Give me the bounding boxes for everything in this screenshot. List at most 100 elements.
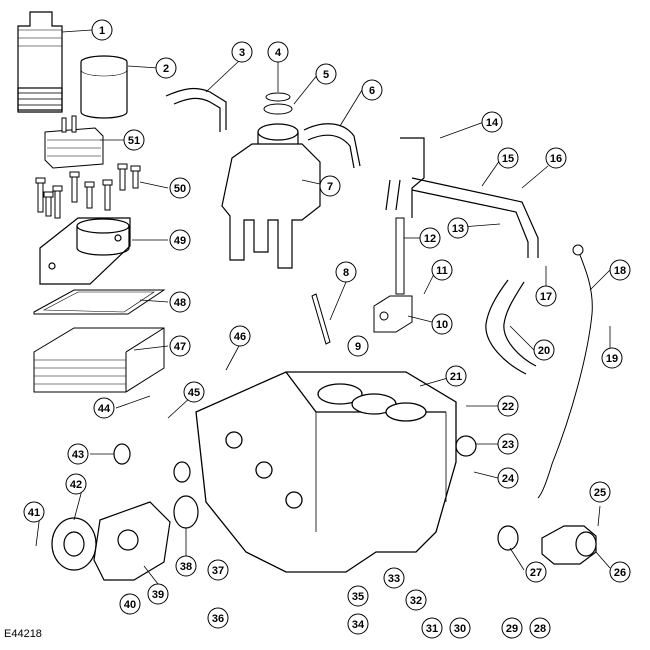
callout-12: 12 bbox=[419, 227, 441, 249]
callout-5: 5 bbox=[315, 63, 337, 85]
callout-number: 13 bbox=[452, 223, 464, 235]
callout-number: 25 bbox=[594, 487, 606, 499]
hose-20-part bbox=[485, 279, 537, 375]
callout-number: 44 bbox=[98, 403, 111, 415]
oil-filter-adaptor-part bbox=[39, 217, 131, 285]
callout-45: 45 bbox=[183, 381, 205, 403]
callout-38: 38 bbox=[175, 555, 197, 577]
callout-19: 19 bbox=[601, 347, 623, 369]
callout-number: 2 bbox=[163, 63, 169, 75]
callout-number: 3 bbox=[239, 47, 245, 59]
hose-6-part bbox=[303, 123, 361, 169]
callout-16: 16 bbox=[545, 147, 567, 169]
callout-number: 47 bbox=[174, 341, 186, 353]
callout-48: 48 bbox=[169, 291, 191, 313]
callout-50: 50 bbox=[169, 177, 191, 199]
callout-number: 4 bbox=[275, 47, 282, 59]
callout-number: 48 bbox=[174, 297, 186, 309]
callout-29: 29 bbox=[501, 617, 523, 639]
callout-number: 38 bbox=[180, 561, 192, 573]
callout-number: 19 bbox=[606, 353, 618, 365]
callout-39: 39 bbox=[147, 583, 169, 605]
callout-37: 37 bbox=[207, 559, 229, 581]
callout-number: 35 bbox=[352, 591, 364, 603]
gasket-38-part bbox=[173, 495, 199, 529]
callout-24: 24 bbox=[497, 467, 519, 489]
callout-number: 31 bbox=[426, 623, 438, 635]
oil-filter-cap-part bbox=[17, 11, 63, 113]
callout-number: 34 bbox=[352, 619, 365, 631]
callout-number: 37 bbox=[212, 565, 224, 577]
callout-number: 6 bbox=[369, 85, 375, 97]
callout-number: 49 bbox=[174, 235, 186, 247]
callout-43: 43 bbox=[67, 443, 89, 465]
seals-group bbox=[113, 435, 519, 551]
thermostat-housing-part bbox=[541, 525, 597, 565]
callout-number: 12 bbox=[424, 233, 436, 245]
callout-number: 27 bbox=[530, 567, 542, 579]
dipstick-tube-part bbox=[395, 217, 405, 295]
callout-number: 45 bbox=[188, 387, 200, 399]
callout-31: 31 bbox=[421, 617, 443, 639]
callout-number: 50 bbox=[174, 183, 186, 195]
callout-36: 36 bbox=[207, 607, 229, 629]
pulley-part bbox=[51, 517, 97, 571]
callout-number: 20 bbox=[538, 345, 550, 357]
callout-47: 47 bbox=[169, 335, 191, 357]
cap-part bbox=[263, 92, 293, 115]
callout-13: 13 bbox=[447, 217, 469, 239]
callout-23: 23 bbox=[497, 433, 519, 455]
callout-33: 33 bbox=[383, 567, 405, 589]
callout-number: 23 bbox=[502, 439, 514, 451]
callout-8: 8 bbox=[335, 261, 357, 283]
gasket-part bbox=[33, 289, 166, 315]
callout-number: 42 bbox=[70, 479, 82, 491]
callout-number: 26 bbox=[614, 567, 626, 579]
callout-40: 40 bbox=[119, 593, 141, 615]
callout-number: 5 bbox=[323, 69, 329, 81]
callout-42: 42 bbox=[65, 473, 87, 495]
callout-28: 28 bbox=[529, 617, 551, 639]
callout-number: 33 bbox=[388, 573, 400, 585]
rod-part bbox=[311, 293, 331, 345]
callout-46: 46 bbox=[229, 325, 251, 347]
figure-reference-code: E44218 bbox=[4, 628, 42, 640]
callout-30: 30 bbox=[449, 617, 471, 639]
callout-11: 11 bbox=[431, 259, 453, 281]
hose-3-part bbox=[165, 87, 227, 132]
callout-number: 15 bbox=[502, 153, 514, 165]
callout-10: 10 bbox=[431, 313, 453, 335]
callout-number: 46 bbox=[234, 331, 246, 343]
callout-15: 15 bbox=[497, 147, 519, 169]
oil-cooler-part bbox=[44, 115, 104, 169]
callout-number: 17 bbox=[540, 291, 552, 303]
callout-number: 51 bbox=[128, 135, 140, 147]
callout-number: 32 bbox=[410, 595, 422, 607]
callout-number: 29 bbox=[506, 623, 518, 635]
callout-number: 16 bbox=[550, 153, 562, 165]
callout-number: 11 bbox=[436, 265, 448, 277]
callout-49: 49 bbox=[169, 229, 191, 251]
callout-44: 44 bbox=[93, 397, 115, 419]
callout-number: 43 bbox=[72, 449, 84, 461]
oil-cooler-lower-part bbox=[33, 327, 165, 393]
bolts-group bbox=[35, 163, 141, 219]
callout-number: 10 bbox=[436, 319, 448, 331]
callout-1: 1 bbox=[91, 19, 113, 41]
callout-number: 21 bbox=[450, 371, 462, 383]
oil-filter-element-part bbox=[80, 55, 128, 119]
callout-number: 24 bbox=[502, 473, 515, 485]
cylinder-block-part bbox=[195, 371, 457, 573]
callout-14: 14 bbox=[481, 111, 503, 133]
callout-number: 9 bbox=[355, 341, 361, 353]
coolant-pipe-part bbox=[385, 137, 539, 258]
callout-number: 30 bbox=[454, 623, 466, 635]
callout-6: 6 bbox=[361, 79, 383, 101]
callout-number: 41 bbox=[28, 507, 40, 519]
callout-number: 8 bbox=[343, 267, 349, 279]
callout-3: 3 bbox=[231, 41, 253, 63]
callout-51: 51 bbox=[123, 129, 145, 151]
water-pump-part bbox=[93, 501, 171, 581]
callout-number: 40 bbox=[124, 599, 136, 611]
